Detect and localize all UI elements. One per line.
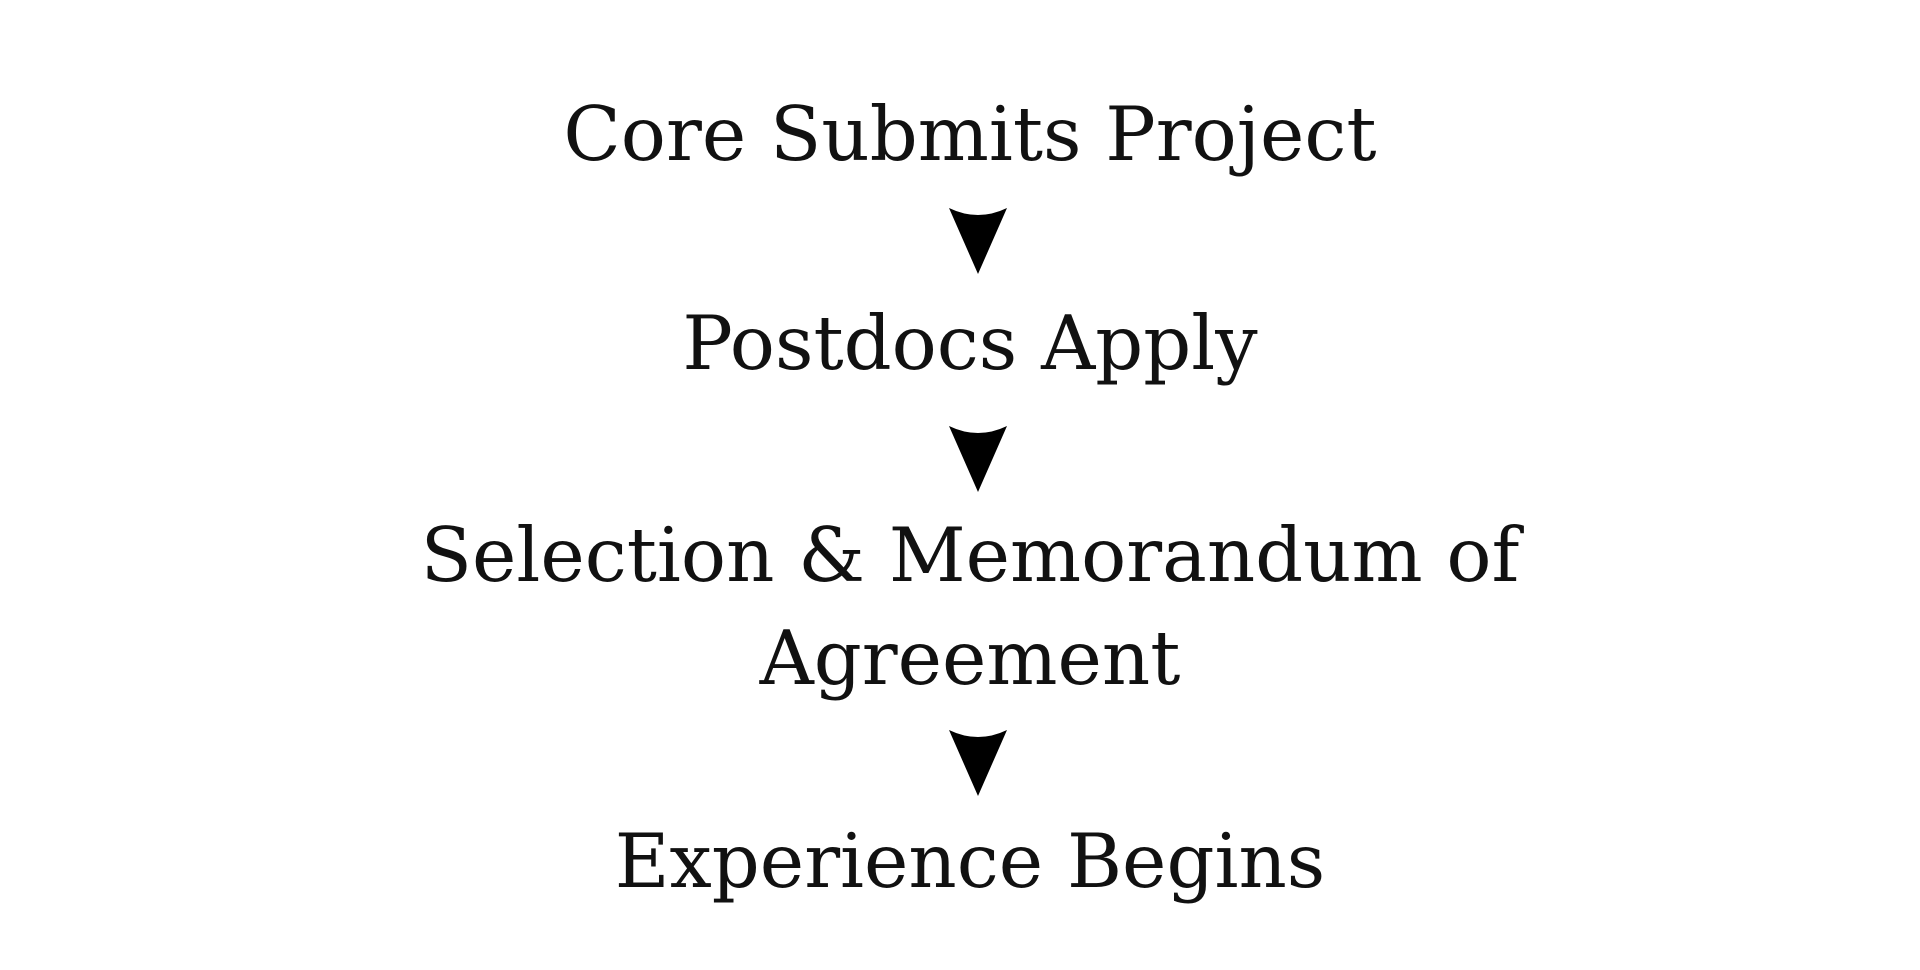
down-arrowhead-icon (949, 208, 1007, 274)
step-experience-begins: Experience Begins (0, 810, 1920, 913)
down-arrowhead-icon (949, 730, 1007, 796)
step-label-line-1: Selection & Memorandum of (420, 511, 1520, 599)
step-selection-and-memorandum: Selection & Memorandum of Agreement (0, 504, 1920, 710)
step-label: Experience Begins (614, 817, 1326, 905)
step-postdocs-apply: Postdocs Apply (0, 292, 1920, 395)
step-label: Postdocs Apply (682, 299, 1258, 387)
step-label-line-2: Agreement (759, 614, 1181, 702)
step-core-submits-project: Core Submits Project (0, 83, 1920, 186)
step-label: Core Submits Project (563, 90, 1377, 178)
down-arrowhead-icon (949, 426, 1007, 492)
